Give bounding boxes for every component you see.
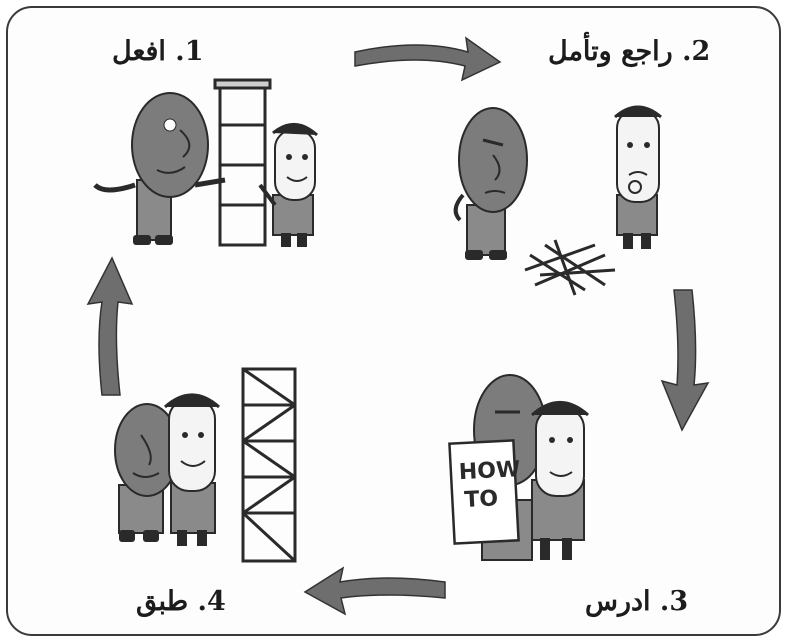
sign-line-2: TO — [464, 486, 499, 513]
sticks-pile-icon — [524, 239, 616, 296]
arrow-right-icon — [354, 36, 502, 82]
short-figure-icon — [164, 393, 220, 546]
tall-figure-icon — [93, 92, 226, 245]
tall-figure-icon — [453, 107, 528, 260]
step-2-label: 2. راجع وتأمل — [548, 36, 711, 67]
tower-icon — [213, 78, 272, 247]
scene-review — [453, 105, 662, 296]
arrow-up-icon — [86, 256, 134, 396]
step-1-label: 1. افعل — [112, 36, 204, 67]
scene-apply — [114, 367, 297, 563]
sign-icon: HOW TO — [448, 439, 521, 545]
arrow-left-icon — [303, 566, 446, 616]
short-figure-icon — [614, 105, 662, 249]
tower-icon — [241, 367, 297, 563]
short-figure-icon — [531, 401, 589, 560]
scene-do — [93, 78, 319, 247]
step-3-label: 3. ادرس — [585, 586, 689, 617]
scene-study: HOW TO — [448, 374, 589, 561]
short-figure-icon — [258, 123, 319, 247]
step-4-label: 4. طبق — [136, 586, 226, 617]
arrow-down-icon — [660, 289, 710, 432]
sign-line-1: HOW — [458, 457, 521, 485]
